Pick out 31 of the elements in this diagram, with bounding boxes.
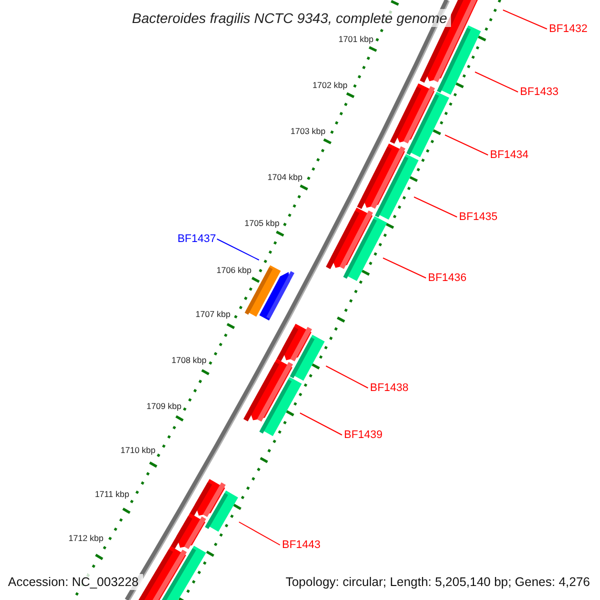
tick-label: 1707 kbp: [196, 309, 230, 319]
gene-label: BF1435: [459, 210, 498, 224]
gene-label: BF1433: [520, 85, 559, 99]
accession-label: Accession: NC_003228: [8, 574, 143, 590]
tick-label: 1701 kbp: [338, 34, 374, 44]
leader-line: [474, 72, 518, 92]
leader-line: [300, 412, 342, 436]
tick-label: 1704 kbp: [268, 172, 302, 182]
tick-label: 1711 kbp: [94, 489, 130, 499]
tick-label: 1706 kbp: [216, 265, 252, 275]
tick-label: 1708 kbp: [172, 355, 206, 365]
leader-line: [382, 258, 426, 278]
leader-line: [238, 522, 280, 546]
leader-line: [502, 10, 548, 30]
tick-label: 1703 kbp: [290, 126, 326, 136]
gene-label: BF1434: [490, 148, 529, 162]
tick-label: 1712 kbp: [68, 533, 104, 543]
gene-label: BF1432: [549, 22, 588, 36]
gene-label: BF1443: [282, 538, 321, 552]
leader-line: [216, 238, 260, 260]
leader-line: [414, 196, 458, 218]
tick-label: 1709 kbp: [146, 401, 182, 411]
tick-label: 1710 kbp: [120, 445, 156, 455]
leader-line: [326, 366, 368, 388]
gene-label: BF1438: [370, 381, 409, 395]
tick-label: 1705 kbp: [244, 218, 280, 228]
gene-label: BF1436: [428, 271, 467, 285]
gene-label: BF1437: [177, 232, 216, 246]
gene-label: BF1439: [344, 428, 383, 442]
leader-line: [444, 134, 488, 156]
tick-label: 1702 kbp: [312, 80, 348, 90]
